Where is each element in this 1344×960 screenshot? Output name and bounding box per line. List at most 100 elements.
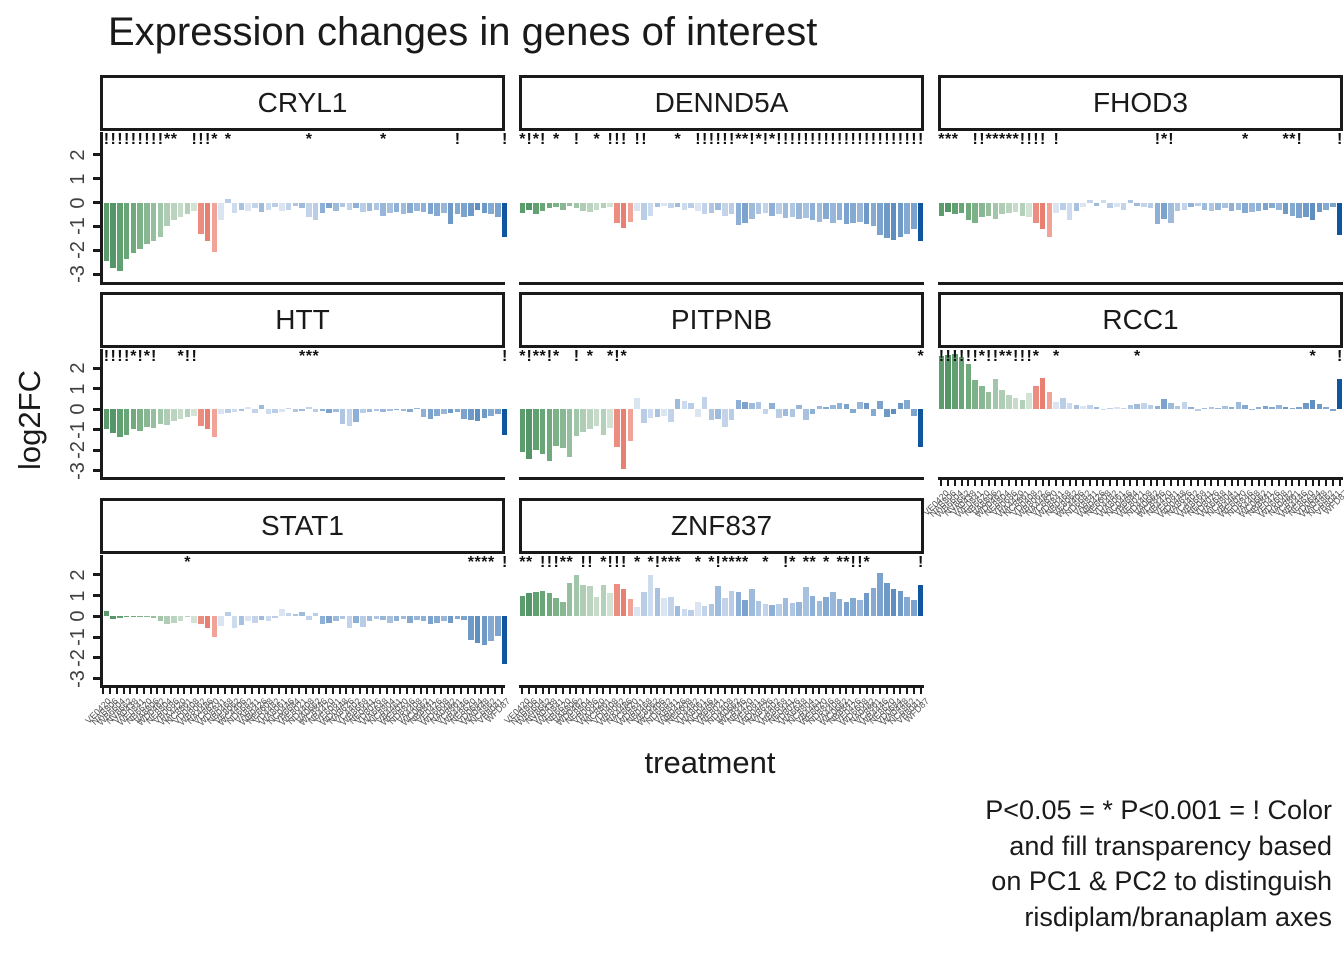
x-tick bbox=[190, 688, 193, 694]
bar bbox=[501, 616, 508, 665]
bar bbox=[238, 616, 245, 625]
bar bbox=[708, 202, 715, 214]
sig-mark: ! bbox=[897, 131, 904, 148]
x-tick bbox=[548, 688, 551, 694]
x-tick bbox=[257, 688, 260, 694]
bar bbox=[495, 409, 501, 415]
bar bbox=[1201, 202, 1208, 210]
bar bbox=[495, 202, 501, 217]
x-tick bbox=[642, 688, 645, 694]
bar bbox=[117, 409, 123, 437]
bar bbox=[641, 202, 647, 221]
x-tick bbox=[953, 480, 956, 486]
bar bbox=[319, 202, 326, 214]
sig-mark: * bbox=[559, 554, 566, 571]
bar bbox=[533, 592, 539, 617]
sig-mark: * bbox=[836, 554, 843, 571]
x-tick bbox=[1034, 480, 1037, 486]
bar bbox=[857, 202, 863, 222]
y-tick bbox=[93, 656, 101, 660]
x-tick bbox=[169, 688, 172, 694]
x-tick bbox=[109, 688, 112, 694]
sig-mark: * bbox=[474, 554, 481, 571]
bar bbox=[427, 202, 434, 215]
bar bbox=[400, 409, 407, 412]
bar bbox=[742, 402, 748, 410]
x-tick bbox=[771, 688, 774, 694]
x-tick bbox=[304, 688, 307, 694]
bar bbox=[587, 409, 593, 429]
bar bbox=[566, 202, 573, 207]
x-tick bbox=[669, 688, 672, 694]
bar bbox=[272, 616, 278, 619]
x-tick bbox=[912, 688, 915, 694]
x-tick bbox=[649, 688, 652, 694]
bar bbox=[661, 597, 667, 617]
sig-mark: ! bbox=[945, 348, 951, 365]
facet-strip: FHOD3 bbox=[938, 75, 1343, 131]
bar bbox=[560, 601, 566, 617]
sig-mark: ! bbox=[890, 131, 897, 148]
sig-mark: ! bbox=[117, 348, 123, 365]
bar bbox=[958, 202, 965, 214]
bar bbox=[279, 202, 285, 211]
sig-mark: * bbox=[985, 131, 992, 148]
x-tick bbox=[1109, 480, 1112, 486]
x-tick bbox=[838, 688, 841, 694]
x-tick bbox=[217, 688, 220, 694]
bar bbox=[1120, 408, 1127, 410]
bar bbox=[600, 202, 607, 209]
x-tick bbox=[1021, 480, 1024, 486]
x-tick bbox=[480, 688, 483, 694]
sig-mark: * bbox=[312, 348, 319, 365]
y-tick bbox=[93, 224, 101, 228]
bar bbox=[319, 616, 326, 624]
bar bbox=[373, 202, 380, 210]
x-tick bbox=[892, 688, 895, 694]
sig-mark: * bbox=[553, 348, 560, 365]
sig-mark: * bbox=[992, 131, 999, 148]
sig-mark: ! bbox=[904, 131, 910, 148]
bar bbox=[1316, 202, 1323, 213]
bar bbox=[319, 409, 326, 412]
bar bbox=[299, 612, 305, 617]
sig-mark: * bbox=[634, 554, 641, 571]
bar bbox=[979, 385, 985, 410]
sig-mark: ! bbox=[614, 131, 620, 148]
bar bbox=[1093, 202, 1100, 207]
x-tick bbox=[284, 688, 287, 694]
bar bbox=[850, 597, 856, 617]
bar bbox=[245, 616, 251, 622]
facet-panel: !!!!!!*!!**!!!****! bbox=[938, 349, 1343, 480]
x-tick bbox=[183, 688, 186, 694]
x-tick bbox=[1338, 480, 1341, 486]
sig-mark: ! bbox=[553, 554, 559, 571]
x-tick bbox=[102, 688, 105, 694]
bar bbox=[346, 202, 353, 210]
bar bbox=[1100, 409, 1107, 411]
x-tick bbox=[696, 688, 699, 694]
x-tick bbox=[1055, 480, 1058, 486]
bar bbox=[573, 574, 580, 617]
bar bbox=[641, 409, 647, 423]
bar bbox=[533, 409, 539, 451]
bar bbox=[1174, 406, 1181, 410]
bar bbox=[769, 403, 775, 410]
bar bbox=[830, 592, 836, 617]
sig-mark: ! bbox=[952, 348, 958, 365]
bar bbox=[461, 616, 467, 621]
bar bbox=[1282, 407, 1289, 410]
bar bbox=[553, 202, 559, 208]
bar bbox=[420, 202, 427, 213]
x-tick bbox=[210, 688, 213, 694]
bar bbox=[110, 409, 116, 433]
bar bbox=[674, 605, 681, 617]
bar bbox=[1100, 200, 1107, 203]
x-tick bbox=[1136, 480, 1139, 486]
bar bbox=[904, 400, 910, 410]
sig-mark: ! bbox=[607, 131, 613, 148]
bar bbox=[884, 202, 890, 239]
x-tick bbox=[1203, 480, 1206, 486]
